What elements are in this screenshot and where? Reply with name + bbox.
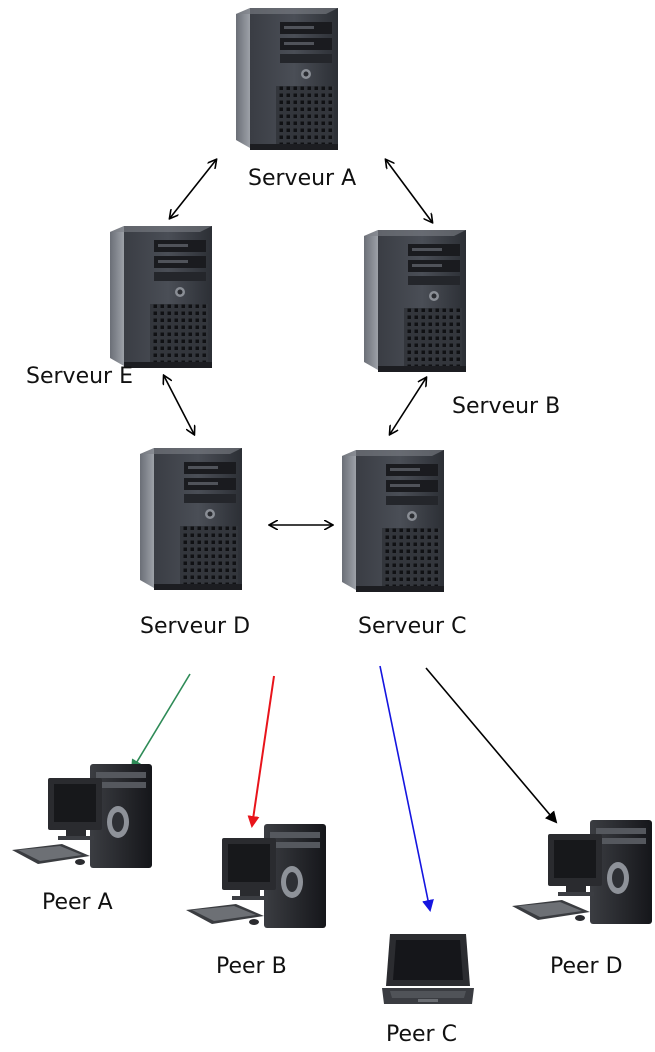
server-c-label: Serveur C: [358, 614, 467, 639]
peer-d-desktop-icon: [512, 820, 652, 924]
arrow-to-peer-c: [379, 665, 434, 912]
link-a-e-arrow: [170, 160, 216, 218]
peer-c-laptop-icon: [382, 934, 474, 1004]
server-d-icon: [140, 448, 242, 590]
peer-d-label: Peer D: [550, 954, 623, 979]
server-b-label: Serveur B: [452, 394, 561, 419]
peer-a-desktop-icon: [12, 764, 152, 868]
peer-b-label: Peer B: [216, 954, 287, 979]
arrow-to-peer-a: [130, 673, 191, 772]
peer-c-label: Peer C: [386, 1022, 457, 1047]
server-e-label: Serveur E: [26, 364, 133, 389]
server-e-icon: [110, 226, 212, 368]
server-a-label: Serveur A: [248, 166, 357, 191]
server-d-label: Serveur D: [140, 614, 251, 639]
arrow-to-peer-d: [425, 667, 558, 824]
link-b-c-arrow: [390, 378, 426, 434]
link-a-b-arrow: [386, 160, 432, 222]
server-c-icon: [342, 450, 444, 592]
link-e-d-arrow: [164, 376, 194, 434]
server-b-icon: [364, 230, 466, 372]
server-a-icon: [236, 8, 338, 150]
peer-a-label: Peer A: [42, 890, 113, 915]
peer-b-desktop-icon: [186, 824, 326, 928]
arrow-to-peer-b: [247, 675, 275, 828]
